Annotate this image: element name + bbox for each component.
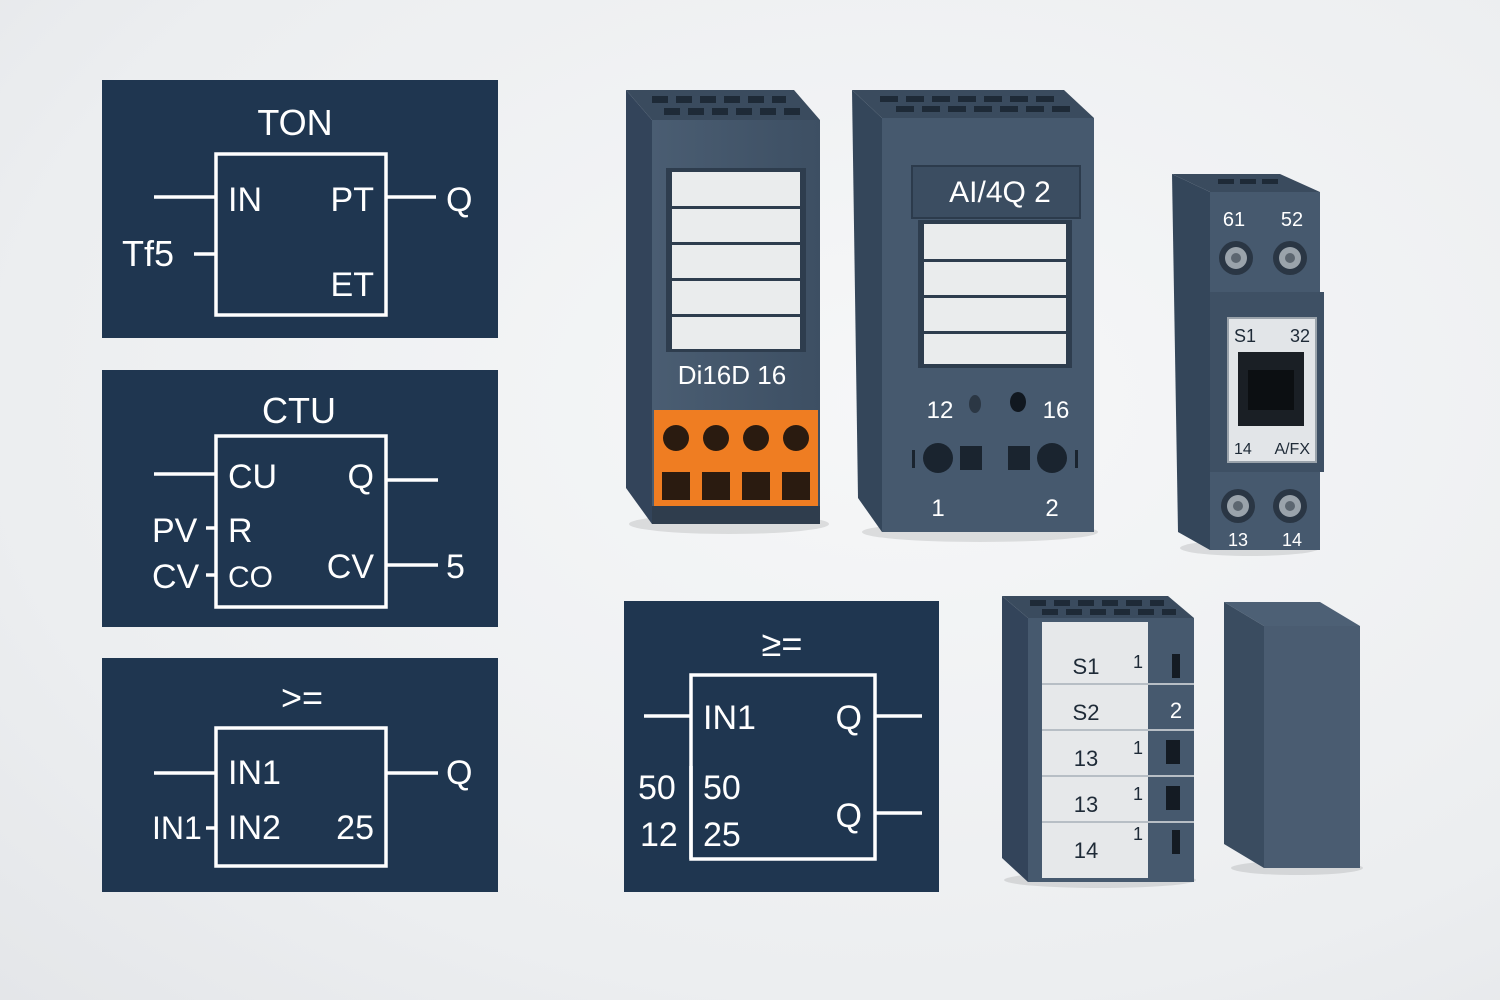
strip-side-panel: [1002, 596, 1028, 882]
ai-right-number: 16: [1043, 397, 1070, 424]
di-module-label: Di16D 16: [678, 360, 786, 390]
net-bottom-left-number: 13: [1228, 530, 1248, 550]
ai-led-left: [969, 395, 981, 413]
ton-function-block[interactable]: TON IN PT ET Tf5 Q: [102, 80, 498, 338]
ai-led-right: [1010, 392, 1026, 412]
ctu-pin-r: R: [228, 512, 253, 550]
ge-center-title: ≥=: [762, 623, 803, 664]
ctu-pin-co: CO: [228, 561, 273, 594]
ge-center-value-50: 50: [638, 769, 676, 807]
ctu-pv-label: PV: [152, 512, 198, 550]
ai4q2-io-module[interactable]: AI/4Q 2 12 16 1 2: [850, 88, 1098, 542]
ton-pin-et: ET: [331, 266, 374, 304]
ton-output-q: Q: [446, 181, 472, 219]
strip-row-number: 1: [1133, 824, 1143, 844]
di-label-strips: [672, 172, 800, 349]
strip-row-label: 14: [1074, 838, 1098, 863]
ctu-pin-cv: CV: [327, 548, 375, 586]
net-tag-afx: A/FX: [1274, 441, 1310, 458]
ctu-title: CTU: [262, 390, 336, 431]
ge-left-block-box: [214, 726, 388, 868]
ai-connectors: [912, 443, 1078, 473]
strip-row-number: 1: [1133, 652, 1143, 672]
strip-slots: [1166, 654, 1180, 854]
blank-cover-module: [1222, 600, 1363, 875]
ai-label-plate: [911, 165, 1081, 219]
ge-function-block-center[interactable]: ≥= IN1 Q 50 25 Q 50 12: [624, 601, 939, 892]
cover-front: [1264, 626, 1360, 868]
ai-label-strips: [924, 224, 1066, 364]
cover-top: [1224, 602, 1360, 626]
di-vent-slots: [652, 96, 800, 115]
strip-row-labels: S1 S2 13 13 14: [1073, 654, 1100, 863]
ge-left-input-value: IN1: [152, 810, 202, 846]
ai-bottom-right-number: 2: [1045, 495, 1058, 522]
strip-row-number: 1: [1133, 738, 1143, 758]
ton-input-value: Tf5: [122, 233, 174, 274]
ge-center-pin-q2: Q: [836, 797, 862, 835]
ge-left-pin-in1: IN1: [228, 754, 281, 792]
network-module[interactable]: 61 52 S1 32 14 A/FX 13 14: [1170, 172, 1324, 556]
ctu-block-box: [214, 434, 388, 609]
strip-label-column: [1042, 622, 1148, 878]
ge-center-pin-in1: IN1: [703, 699, 756, 737]
di-terminal-screws: [662, 425, 810, 500]
di-bottom-rail: [652, 506, 820, 524]
ai-left-number: 12: [927, 397, 954, 424]
net-top-screws: [1219, 241, 1307, 275]
ge-left-output-q: Q: [446, 754, 472, 792]
ge-left-title: >=: [281, 677, 323, 718]
net-tag-32: 32: [1290, 326, 1310, 346]
di16d-io-module[interactable]: Di16D 16: [624, 88, 829, 534]
cover-side: [1224, 602, 1264, 868]
net-top-right-number: 52: [1281, 209, 1303, 231]
ge-function-block-left[interactable]: >= IN1 IN2 25 IN1 Q: [102, 658, 498, 892]
ctu-pin-cu: CU: [228, 458, 277, 496]
ethernet-port-socket: [1248, 370, 1294, 410]
net-side-panel: [1172, 174, 1210, 550]
strip-row-numbers: 1 2 1 1 1: [1133, 652, 1182, 844]
di-side-panel: [626, 90, 652, 524]
ai-top-vent: [852, 90, 1094, 118]
net-tag-14: 14: [1234, 441, 1252, 458]
ctu-pin-q: Q: [348, 458, 374, 496]
strip-dividers: [1042, 683, 1194, 823]
strip-row-label: S2: [1073, 700, 1100, 725]
ge-center-pin-50: 50: [703, 769, 741, 807]
strip-row-number: 2: [1170, 698, 1182, 723]
net-bottom-right-number: 14: [1282, 530, 1302, 550]
strip-row-label: S1: [1073, 654, 1100, 679]
net-top-slots: [1218, 179, 1278, 184]
ai-module-label: AI/4Q 2: [949, 176, 1051, 209]
strip-vent-slots: [1030, 600, 1176, 615]
ge-left-pin-in2: IN2: [228, 809, 281, 847]
ton-block-box: [214, 152, 388, 317]
ctu-function-block[interactable]: CTU CU Q R CO CV PV CV 5: [102, 370, 498, 627]
strip-row-label: 13: [1074, 792, 1098, 817]
ton-title: TON: [257, 102, 332, 143]
ge-center-value-12: 12: [640, 816, 678, 854]
ai-side-panel: [852, 90, 882, 532]
ai-bottom-left-number: 1: [931, 495, 944, 522]
ctu-cv-label: CV: [152, 558, 200, 596]
terminal-strip-module[interactable]: S1 S2 13 13 14 1 2 1 1 1: [1000, 594, 1196, 888]
ge-center-pin-q1: Q: [836, 699, 862, 737]
strip-row-label: 13: [1074, 746, 1098, 771]
net-top-left-number: 61: [1223, 209, 1245, 231]
net-tag-s1: S1: [1234, 326, 1256, 346]
ton-pin-in: IN: [228, 181, 262, 219]
ai-vent-slots: [880, 96, 1070, 112]
strip-row-number: 1: [1133, 784, 1143, 804]
ctu-cv-output: 5: [446, 548, 465, 586]
net-bottom-screws: [1221, 489, 1307, 523]
ge-left-value: 25: [336, 809, 374, 847]
di-top-vent: [626, 90, 820, 120]
ge-center-pin-25: 25: [703, 816, 741, 854]
ton-pin-pt: PT: [331, 181, 374, 219]
